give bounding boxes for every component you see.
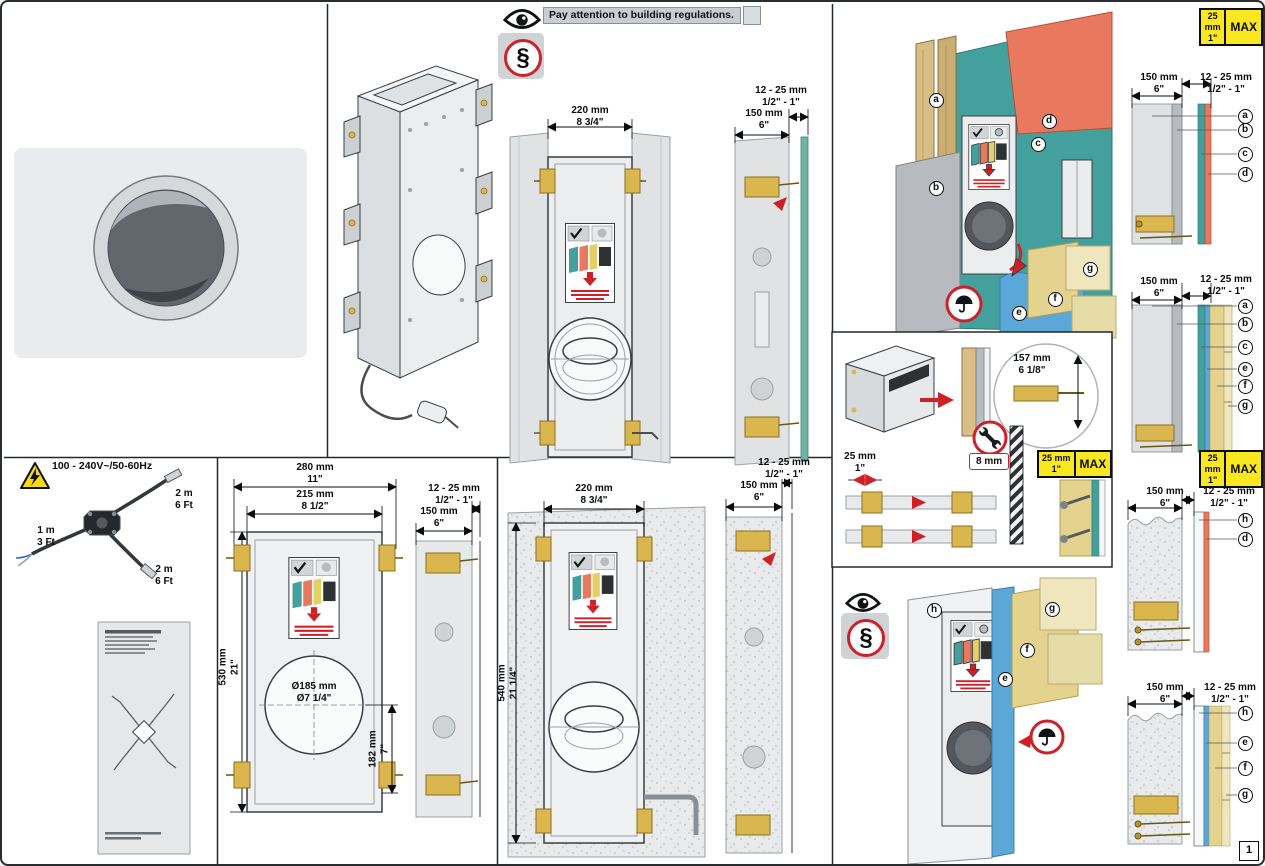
marker-a: a (928, 92, 944, 108)
header-bar-end (743, 6, 761, 25)
marker-cs1-a: a (1237, 108, 1253, 124)
side-view-150-top-drawing (734, 109, 809, 466)
side-view-150-bm-drawing (415, 501, 481, 818)
front-view-220-drawing (509, 119, 671, 464)
marker-f: f (1047, 291, 1063, 307)
marker-cs2-e: e (1237, 361, 1253, 377)
marker-br-e: e (997, 671, 1013, 687)
insertion-detail-drawing (844, 343, 1106, 557)
wrench-tool-badge (972, 420, 1008, 456)
marker-cs4-f: f (1237, 760, 1253, 776)
voltage-rating: 100 - 240V~/50-60Hz (52, 460, 153, 472)
drill-size-badge: 8 mm (969, 453, 1010, 470)
marker-br-h: h (926, 602, 942, 618)
wall-assembly-bottom-drawing (907, 577, 1103, 864)
cross-section-3-drawing (1127, 492, 1237, 653)
marker-e: e (1011, 305, 1027, 321)
marker-c: c (1030, 136, 1046, 152)
marker-d: d (1041, 113, 1057, 129)
wall-assembly-drawing (895, 11, 1117, 339)
eye-icon (503, 8, 541, 30)
front-view-280-drawing (226, 479, 481, 818)
marker-g: g (1082, 261, 1098, 277)
marker-cs2-g: g (1237, 398, 1253, 414)
cross-section-4-drawing (1127, 688, 1237, 847)
marker-br-g: g (1044, 601, 1060, 617)
marker-cs1-d: d (1237, 166, 1253, 182)
marker-b: b (928, 180, 944, 196)
marker-cs2-a: a (1237, 298, 1253, 314)
marker-cs3-h: h (1237, 512, 1253, 528)
isometric-box-drawing (343, 65, 493, 429)
regulations-paragraph-badge-bottom: § (847, 619, 885, 657)
eye-icon-bottom (845, 592, 881, 613)
marker-cs2-f: f (1237, 378, 1253, 394)
waterproofing-umbrella-badge (945, 285, 983, 323)
page-number: 1 (1239, 841, 1259, 861)
electrical-warning-icon (20, 462, 50, 489)
marker-br-f: f (1019, 642, 1035, 658)
marker-cs3-d: d (1237, 531, 1253, 547)
marker-cs4-g: g (1237, 787, 1253, 803)
cross-section-1-drawing (1131, 78, 1237, 245)
side-view-150-bc-drawing (725, 478, 793, 854)
building-regulations-note: Pay attention to building regulations. (543, 7, 741, 24)
panel-dividers (4, 4, 834, 864)
marker-cs1-c: c (1237, 146, 1253, 162)
marker-cs4-h: h (1237, 705, 1253, 721)
waterproofing-umbrella-badge-bottom (1029, 719, 1065, 755)
marker-cs2-c: c (1237, 339, 1253, 355)
product-photo (14, 148, 307, 358)
marker-cs1-b: b (1237, 122, 1253, 138)
regulations-paragraph-badge: § (504, 39, 542, 77)
marker-cs2-b: b (1237, 316, 1253, 332)
power-connector-drawing (15, 462, 191, 855)
wrench-icon (978, 426, 1002, 450)
front-view-220-concrete-drawing (507, 478, 793, 858)
instruction-leaflet-drawing (97, 621, 191, 855)
marker-cs4-e: e (1237, 735, 1253, 751)
cross-section-2-drawing (1131, 283, 1237, 453)
